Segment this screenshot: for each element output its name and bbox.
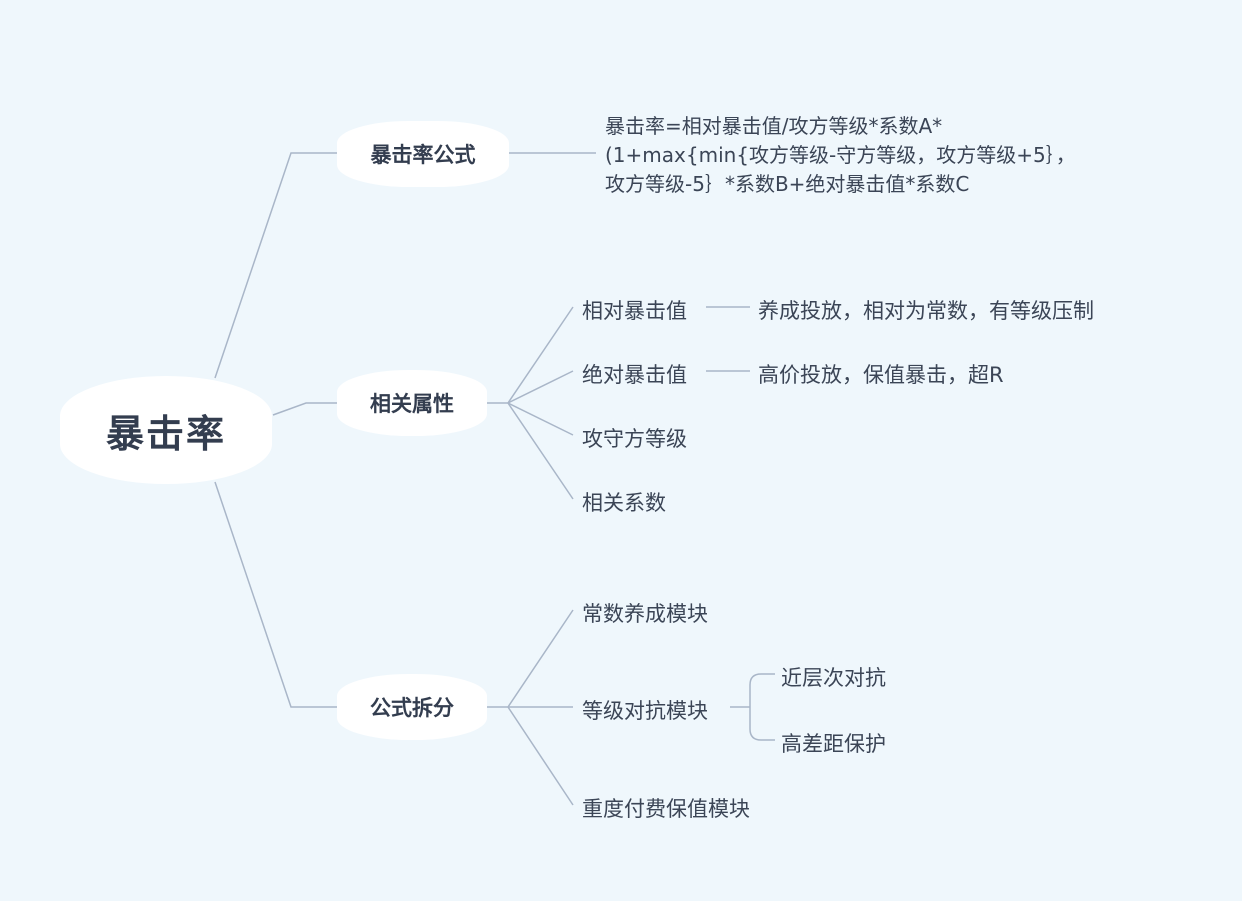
attribute-item[interactable]: 相对暴击值 bbox=[582, 299, 687, 323]
attribute-item[interactable]: 攻守方等级 bbox=[582, 427, 687, 451]
attribute-note[interactable]: 高价投放，保值暴击，超R bbox=[758, 363, 1004, 387]
link-root-attributes bbox=[272, 402, 337, 416]
link-sub-bracket bbox=[730, 673, 775, 741]
branch-node-split[interactable]: 公式拆分 bbox=[337, 674, 487, 740]
link-root-split bbox=[214, 481, 337, 708]
module-item[interactable]: 重度付费保值模块 bbox=[582, 797, 750, 821]
link-attr-1 bbox=[487, 306, 574, 404]
root-node[interactable]: 暴击率 bbox=[60, 376, 272, 484]
attribute-note[interactable]: 养成投放，相对为常数，有等级压制 bbox=[758, 299, 1094, 323]
formula-text[interactable]: 暴击率=相对暴击值/攻方等级*系数A*(1+max{min{攻方等级-守方等级，… bbox=[605, 114, 1076, 196]
link-root-formula bbox=[214, 152, 337, 379]
module-sub-item[interactable]: 近层次对抗 bbox=[781, 666, 886, 690]
link-attr-3 bbox=[507, 402, 574, 436]
branch-node-formula[interactable]: 暴击率公式 bbox=[337, 121, 509, 187]
branch-label: 相关属性 bbox=[370, 392, 454, 416]
link-attr-2 bbox=[507, 370, 574, 404]
branch-label: 暴击率公式 bbox=[370, 143, 476, 167]
module-item[interactable]: 常数养成模块 bbox=[582, 602, 708, 626]
branch-node-attributes[interactable]: 相关属性 bbox=[337, 370, 487, 436]
module-sub-item[interactable]: 高差距保护 bbox=[781, 732, 886, 756]
attribute-item[interactable]: 绝对暴击值 bbox=[582, 363, 687, 387]
branch-label: 公式拆分 bbox=[370, 696, 454, 720]
link-mod-3 bbox=[507, 706, 574, 806]
attribute-item[interactable]: 相关系数 bbox=[582, 491, 666, 515]
root-label: 暴击率 bbox=[105, 411, 226, 456]
module-item[interactable]: 等级对抗模块 bbox=[582, 699, 708, 723]
link-attr-4 bbox=[507, 402, 574, 500]
link-mod-1 bbox=[487, 609, 574, 708]
